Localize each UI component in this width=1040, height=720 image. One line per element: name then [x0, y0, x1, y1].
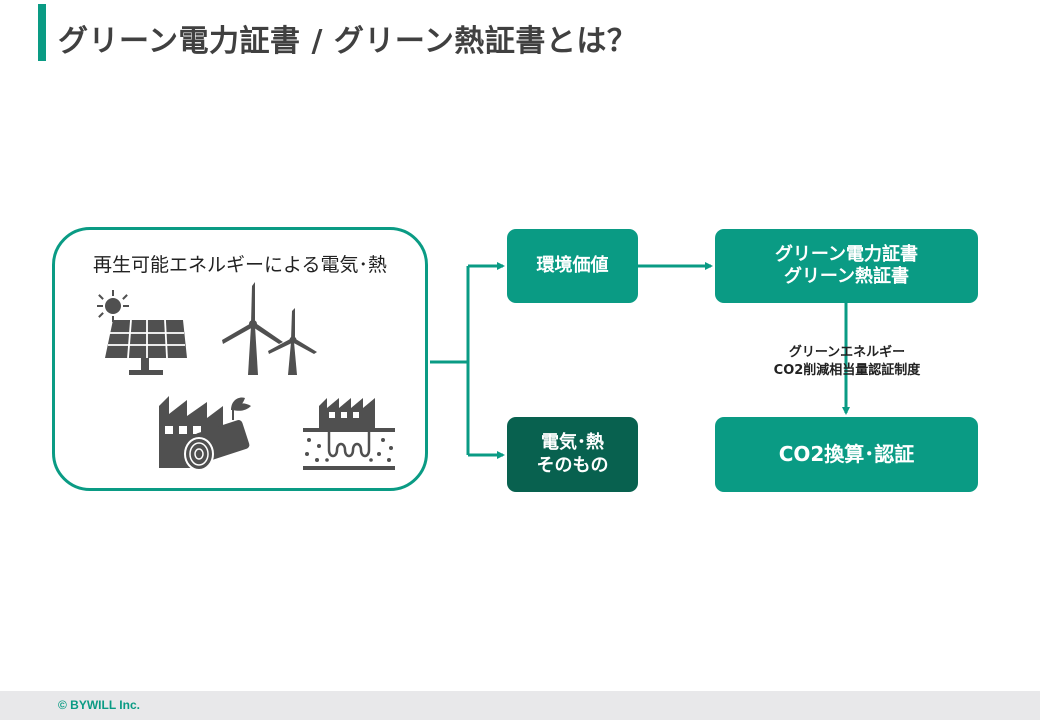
certification-scheme-label: グリーンエネルギー CO2削減相当量認証制度: [752, 344, 942, 379]
certificate-label-line1: グリーン電力証書: [774, 243, 919, 265]
environmental-value-label: 環境価値: [536, 254, 609, 276]
green-certificate-node: グリーン電力証書 グリーン熱証書: [715, 229, 978, 303]
solar-panel-icon: [97, 290, 187, 375]
certificate-label-line2: グリーン熱証書: [783, 266, 910, 287]
environmental-value-node: 環境価値: [507, 229, 638, 303]
wind-turbine-icon: [222, 282, 317, 375]
co2-conversion-label: CO2換算･認証: [778, 442, 915, 466]
co2-conversion-node: CO2換算･認証: [715, 417, 978, 492]
geothermal-factory-icon: [303, 398, 395, 470]
footer-bar: © BYWILL Inc.: [0, 691, 1040, 720]
electricity-heat-label-line2: そのもの: [536, 454, 609, 476]
copyright-text: © BYWILL Inc.: [58, 698, 140, 712]
biomass-factory-icon: [159, 396, 251, 471]
electricity-heat-node: 電気･熱 そのもの: [507, 417, 638, 492]
source-label: 再生可能エネルギーによる電気･熱: [93, 254, 387, 276]
certification-scheme-line2: CO2削減相当量認証制度: [773, 362, 921, 378]
renewable-source-box: 再生可能エネルギーによる電気･熱: [52, 227, 428, 491]
page-title: グリーン電力証書 / グリーン熱証書とは？: [58, 24, 638, 59]
electricity-heat-label-line1: 電気･熱: [541, 432, 604, 453]
title-accent-bar: [38, 4, 46, 61]
certification-scheme-line1: グリーンエネルギー: [788, 345, 906, 360]
